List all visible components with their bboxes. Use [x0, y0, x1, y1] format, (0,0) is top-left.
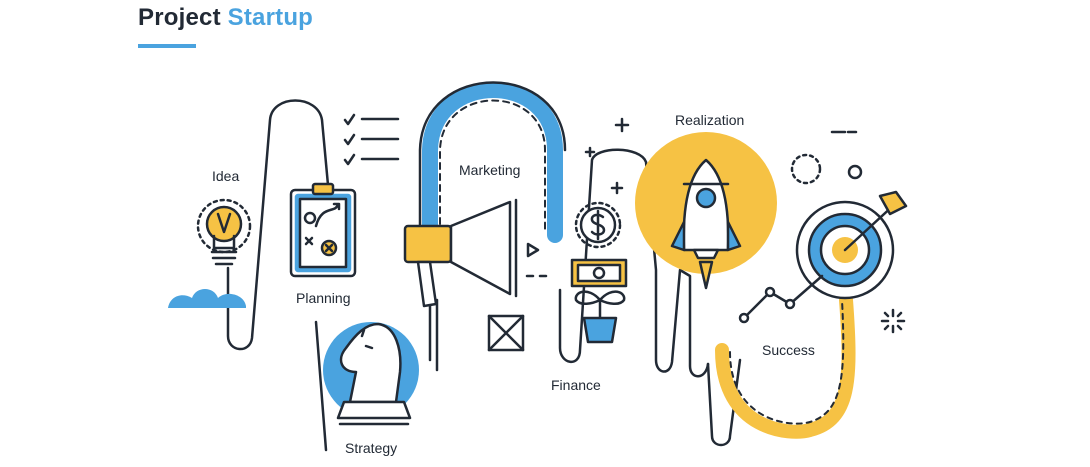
- megaphone-icon: [403, 198, 540, 308]
- box-icon: [487, 314, 525, 352]
- clipboard-icon: [289, 182, 357, 278]
- label-success: Success: [762, 342, 815, 358]
- flow-path-success-dashes: [729, 299, 845, 425]
- flow-path-success-yellow: [715, 293, 856, 439]
- target-icon: [795, 190, 908, 300]
- decorative-circles: [790, 153, 863, 185]
- money-plant-icon: [570, 258, 628, 344]
- flow-path-marketing-left: [428, 298, 439, 372]
- marketing-arc-dashes: [439, 99, 546, 236]
- label-marketing: Marketing: [459, 162, 520, 178]
- label-finance: Finance: [551, 377, 601, 393]
- sparkle-icon: [880, 308, 906, 334]
- title-word-project: Project: [138, 4, 221, 31]
- label-strategy: Strategy: [345, 440, 397, 456]
- page-title: Project Startup: [138, 4, 313, 32]
- flow-path-finance: [558, 148, 710, 378]
- marketing-arc-blue: [422, 82, 563, 243]
- growth-line-icon: [738, 274, 824, 324]
- checklist-icon: [343, 113, 400, 166]
- chess-knight-icon: [323, 322, 419, 426]
- title-underline: [138, 44, 196, 48]
- label-realization: Realization: [675, 112, 744, 128]
- dollar-coin-icon: [574, 201, 622, 249]
- cloud-icon: [168, 289, 246, 308]
- title-word-startup: Startup: [227, 4, 314, 31]
- rocket-icon: [635, 132, 777, 290]
- label-planning: Planning: [296, 290, 351, 306]
- flow-path-realization: [706, 358, 742, 447]
- dash-marks: [525, 130, 858, 278]
- flow-path-strategy: [314, 320, 328, 452]
- flow-path-idea: [226, 99, 330, 351]
- label-idea: Idea: [212, 168, 239, 184]
- lightbulb-icon: [196, 198, 252, 266]
- marketing-arc-outline: [418, 81, 567, 237]
